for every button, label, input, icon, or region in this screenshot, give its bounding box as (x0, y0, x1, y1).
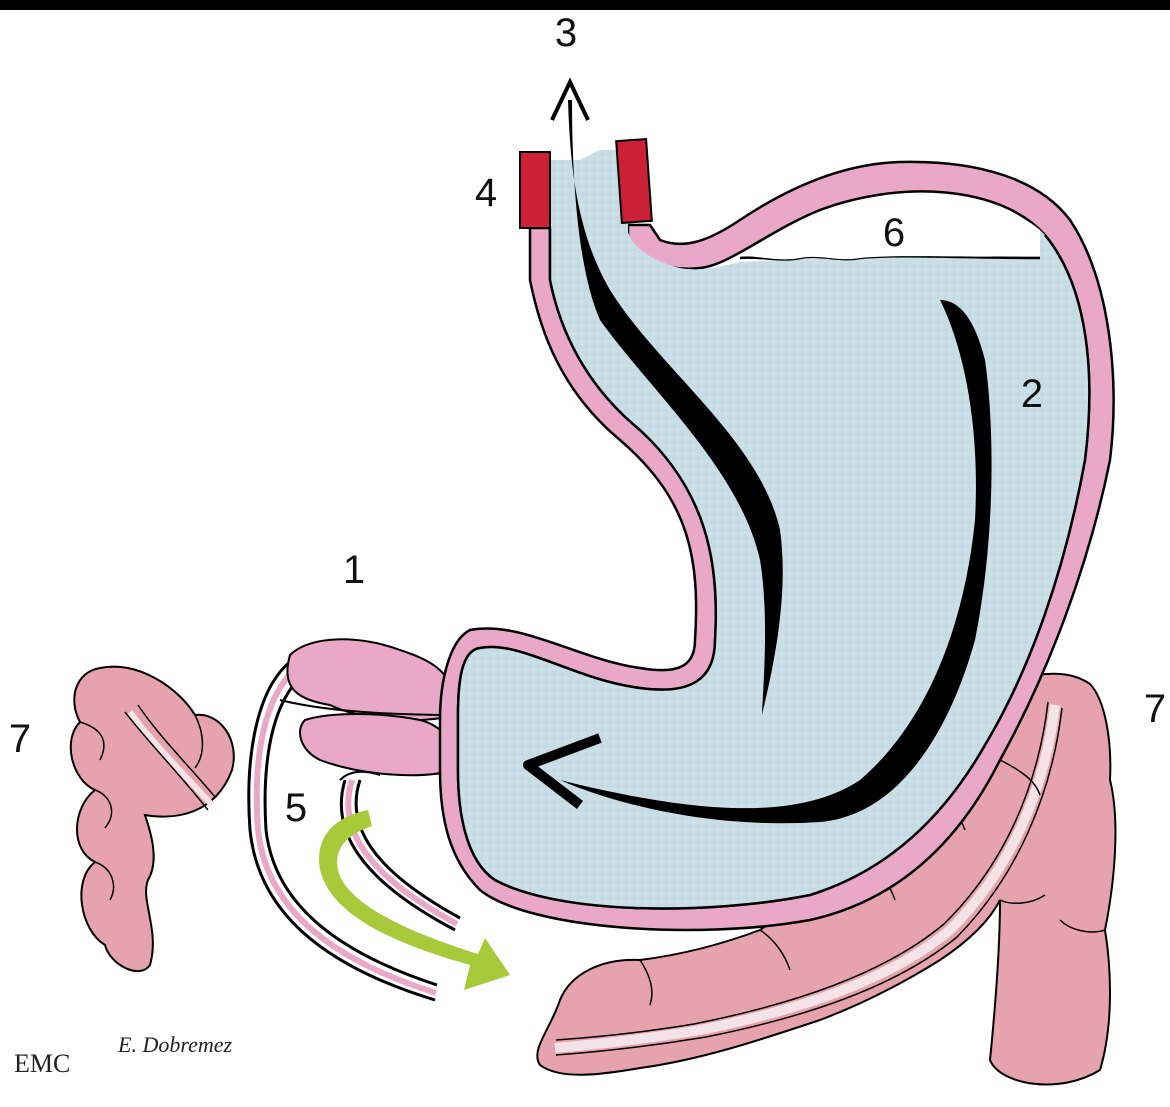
label-7-right: 7 (1144, 687, 1166, 731)
author-signature: E. Dobremez (117, 1032, 232, 1057)
label-7-left: 7 (9, 717, 31, 761)
label-4: 4 (475, 171, 497, 215)
label-1: 1 (343, 548, 365, 592)
label-3: 3 (555, 11, 577, 55)
emc-logo: EMC (14, 1049, 70, 1078)
label-2: 2 (1021, 372, 1043, 416)
label-5: 5 (285, 786, 307, 830)
label-6: 6 (883, 211, 905, 255)
left-intestine (71, 667, 234, 971)
